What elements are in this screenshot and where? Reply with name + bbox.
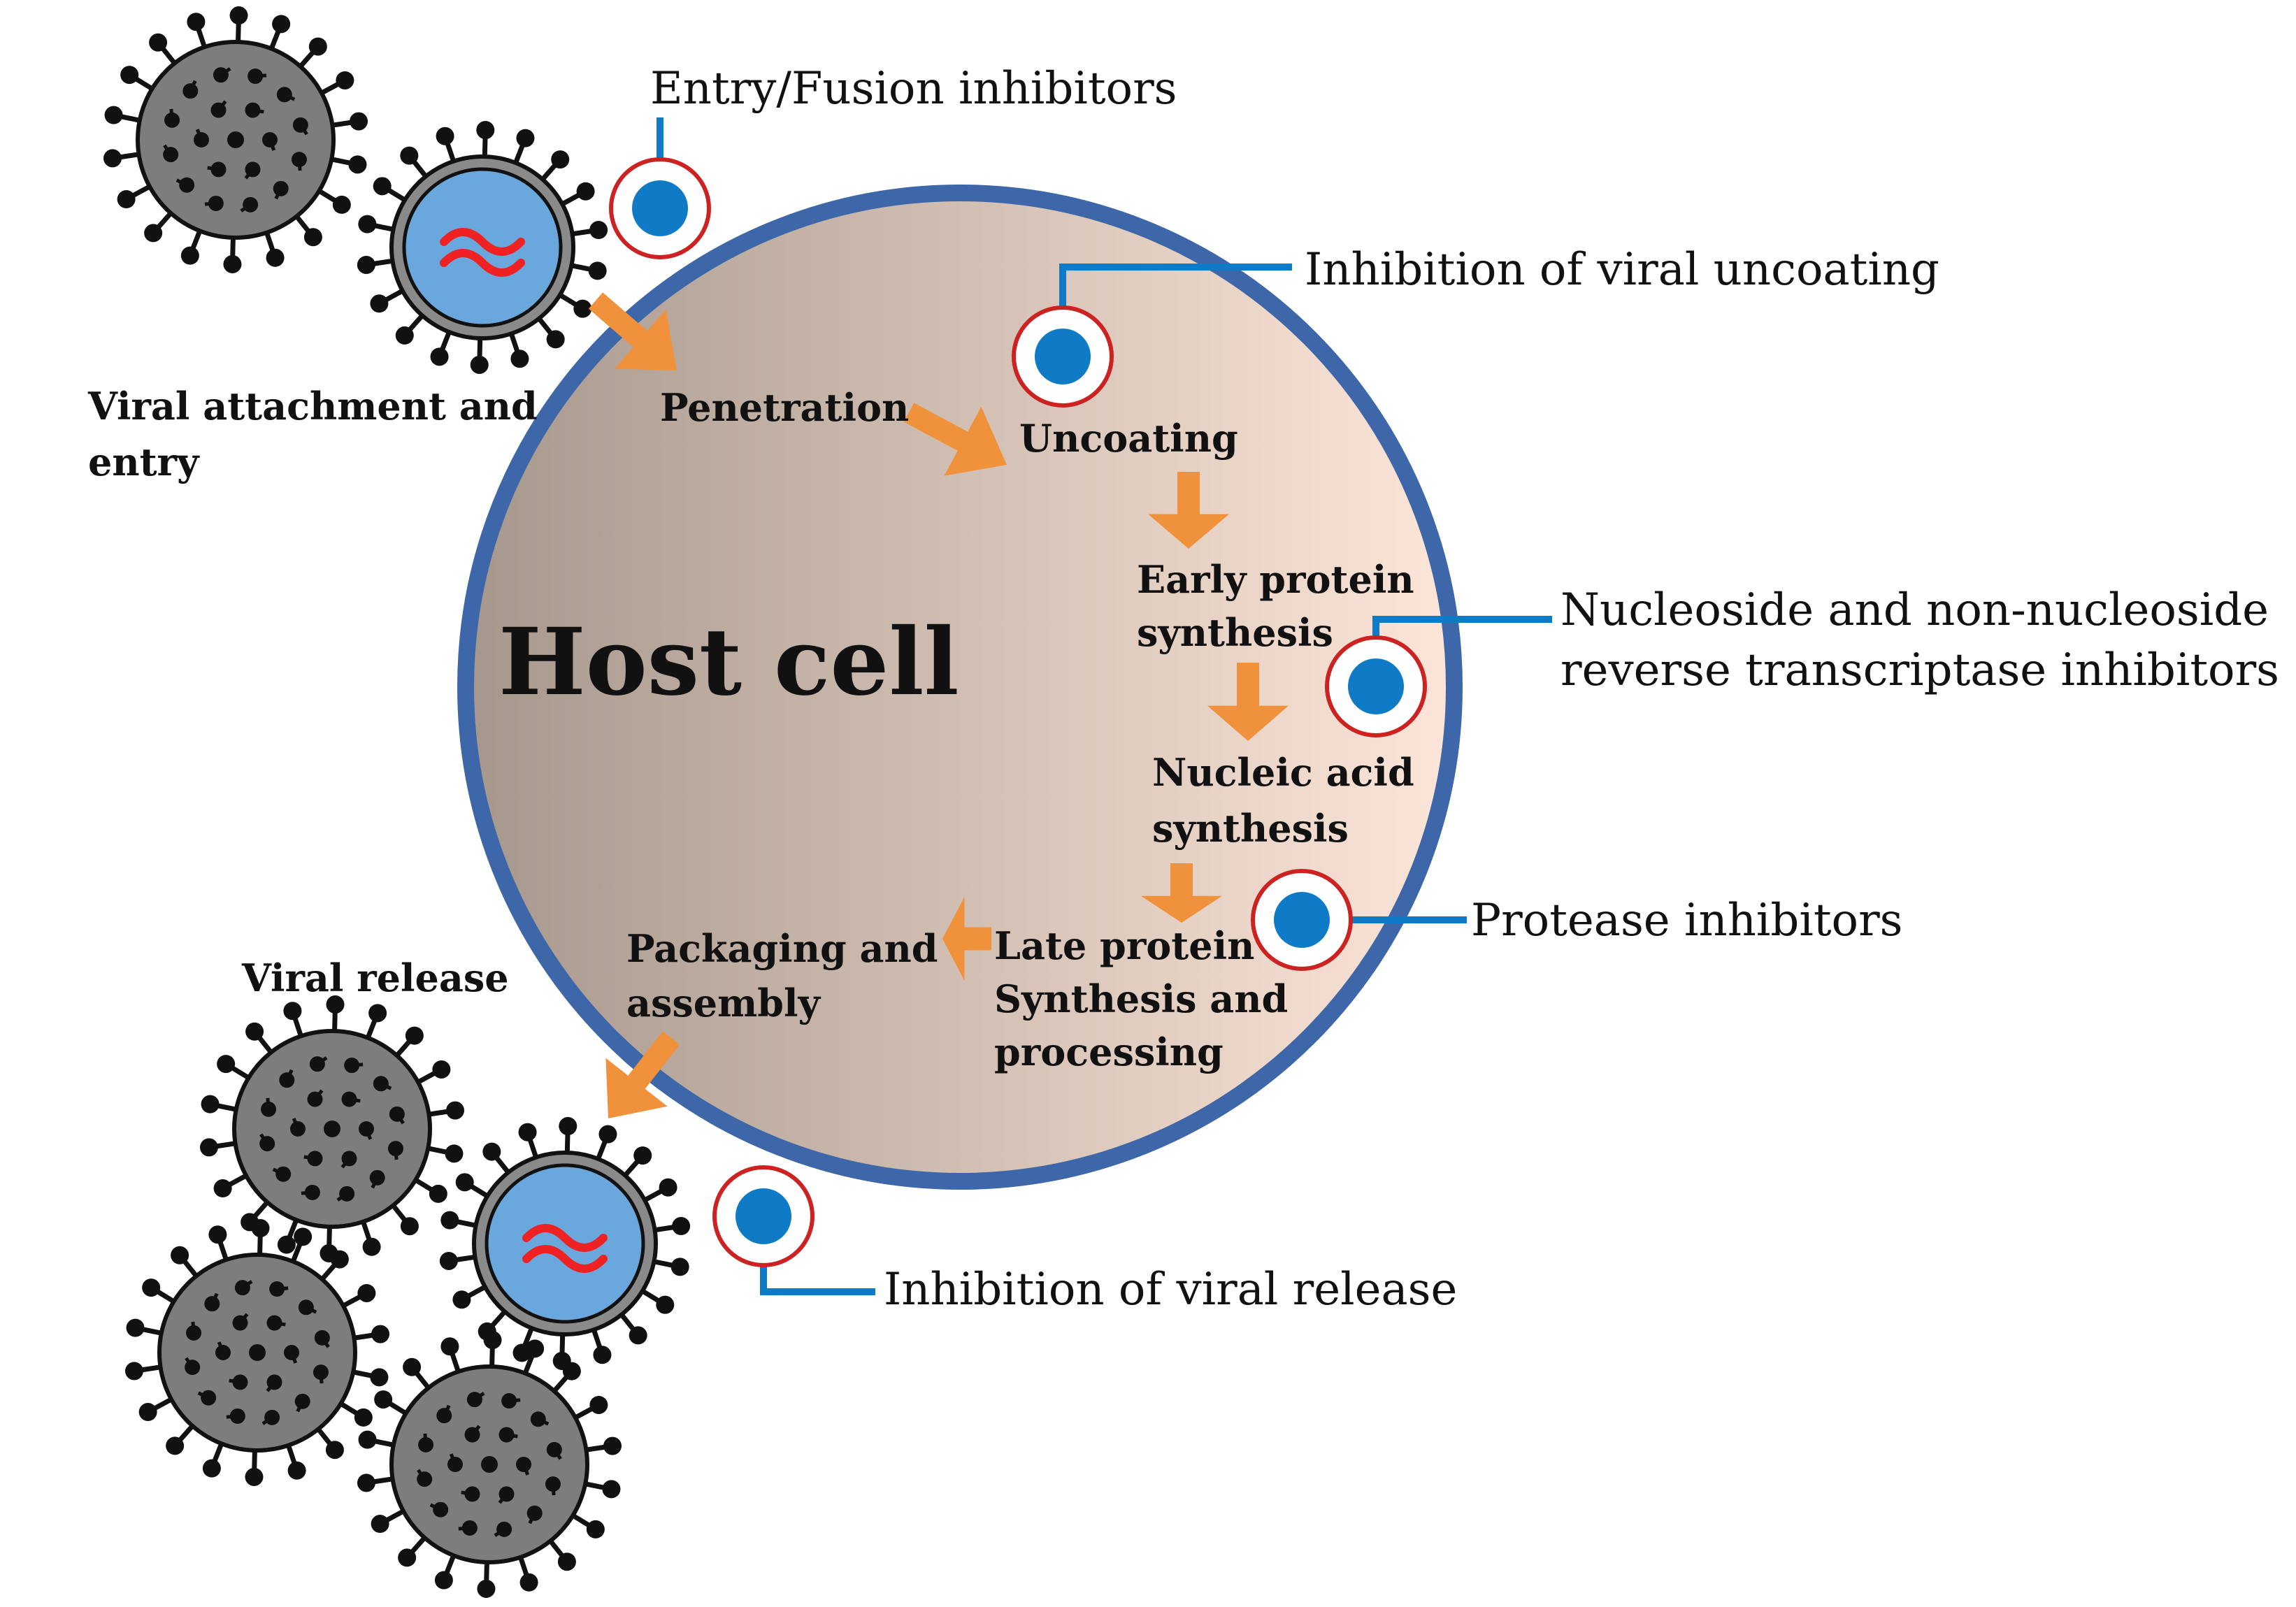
virus-icon	[103, 6, 368, 273]
virus-icon	[124, 1219, 390, 1486]
host-cell-label: Host cell	[498, 608, 959, 716]
stage-label-release: Viral release	[241, 956, 509, 1000]
stage-label-packaging: Packaging and assembly	[626, 926, 951, 1025]
arrow-nucleic-acid-to-late-protein	[1141, 863, 1222, 923]
virus-icon	[357, 1331, 622, 1598]
virus-icon	[199, 995, 465, 1262]
virion-released-icon	[439, 1117, 691, 1370]
stage-label-uncoating: Uncoating	[1019, 416, 1238, 461]
inhibitor-label-rt-line-1: Nucleoside and non-nucleoside	[1560, 584, 2269, 636]
stage-label-early-protein-line-1: Early protein	[1137, 557, 1414, 602]
stage-label-late-protein-line-2: Synthesis and	[994, 977, 1288, 1021]
stage-label-nucleic-acid: Nucleic acid synthesis	[1152, 750, 1428, 851]
arrow-late-protein-to-packaging	[942, 897, 991, 981]
inhibitor-label-entry-fusion: Entry/Fusion inhibitors	[650, 63, 1177, 115]
stage-label-nucleic-acid-line-1: Nucleic acid	[1152, 750, 1414, 795]
stage-label-nucleic-acid-line-2: synthesis	[1152, 806, 1349, 851]
stage-label-attachment-line-2: entry	[88, 440, 200, 484]
inhibitor-label-rt-line-2: reverse transcriptase inhibitors	[1560, 644, 2279, 696]
stage-label-late-protein: Late protein Synthesis and processing	[994, 923, 1301, 1074]
stage-label-attachment-line-1: Viral attachment and	[87, 384, 538, 428]
inhibitor-label-protease: Protease inhibitors	[1471, 895, 1903, 946]
arrow-uncoating-to-early-protein	[1148, 472, 1229, 549]
inhibitor-marker-uncoating-icon	[1012, 264, 1292, 408]
stage-label-early-protein: Early protein synthesis	[1137, 557, 1427, 655]
inhibitor-label-rt: Nucleoside and non-nucleoside reverse tr…	[1560, 584, 2283, 696]
stage-label-penetration: Penetration	[660, 385, 909, 430]
stage-label-packaging-line-2: assembly	[626, 981, 821, 1025]
inhibitor-marker-release-icon	[712, 1165, 875, 1295]
arrow-penetration-to-uncoating	[903, 403, 1007, 476]
stage-label-attachment: Viral attachment and entry	[87, 384, 551, 484]
stage-label-late-protein-line-1: Late protein	[994, 923, 1254, 968]
arrow-group	[588, 292, 1289, 1118]
inhibitor-marker-protease-icon	[1251, 869, 1467, 971]
inhibitor-marker-entry-icon	[609, 117, 711, 259]
stage-label-packaging-line-1: Packaging and	[626, 926, 938, 971]
virus-group	[103, 6, 691, 1598]
stage-label-early-protein-line-2: synthesis	[1137, 610, 1333, 655]
virion-entering-icon	[357, 121, 608, 374]
arrow-early-protein-to-nucleic-acid	[1207, 663, 1289, 741]
inhibitor-label-release: Inhibition of viral release	[884, 1264, 1457, 1316]
inhibitor-marker-group	[609, 117, 1552, 1295]
arrow-entry-to-penetration	[588, 292, 677, 370]
host-cell	[457, 185, 1463, 1190]
inhibitor-marker-rt-icon	[1325, 616, 1552, 737]
arrow-packaging-to-release	[605, 1031, 680, 1118]
inhibitor-label-uncoating: Inhibition of viral uncoating	[1305, 244, 1939, 296]
stage-label-late-protein-line-3: processing	[994, 1030, 1224, 1074]
